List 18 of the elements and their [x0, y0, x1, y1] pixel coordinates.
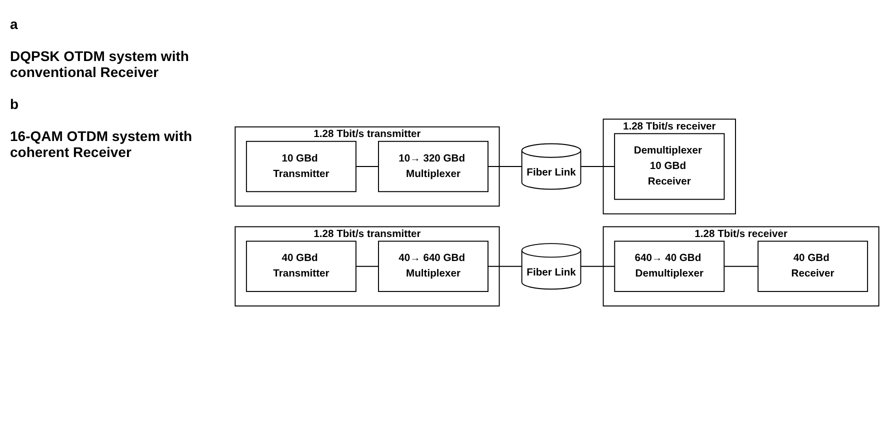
connector	[580, 166, 616, 167]
panel-title: 16-QAM OTDM system with coherent Receiver	[10, 128, 194, 160]
node-box: 10 GBd Transmitter	[246, 140, 356, 192]
node-box: 640→ 40 GBd Demultiplexer	[614, 240, 725, 292]
connector	[488, 266, 522, 267]
connector	[355, 266, 379, 267]
node-box: 40→ 640 GBd Multiplexer	[378, 240, 488, 292]
connector	[355, 166, 379, 167]
panel-letter: b	[10, 96, 20, 112]
connector	[724, 266, 759, 267]
node-box: 40 GBd Receiver	[758, 240, 868, 292]
connector	[488, 166, 522, 167]
node-box: 10→ 320 GBd Multiplexer	[378, 140, 488, 192]
panel-title: DQPSK OTDM system with conventional Receiver	[10, 48, 190, 80]
node-box: 40 GBd Transmitter	[246, 240, 356, 292]
node-box: Demultiplexer 10 GBd Receiver	[614, 133, 725, 200]
connector	[580, 266, 616, 267]
panel-letter: a	[10, 16, 19, 32]
